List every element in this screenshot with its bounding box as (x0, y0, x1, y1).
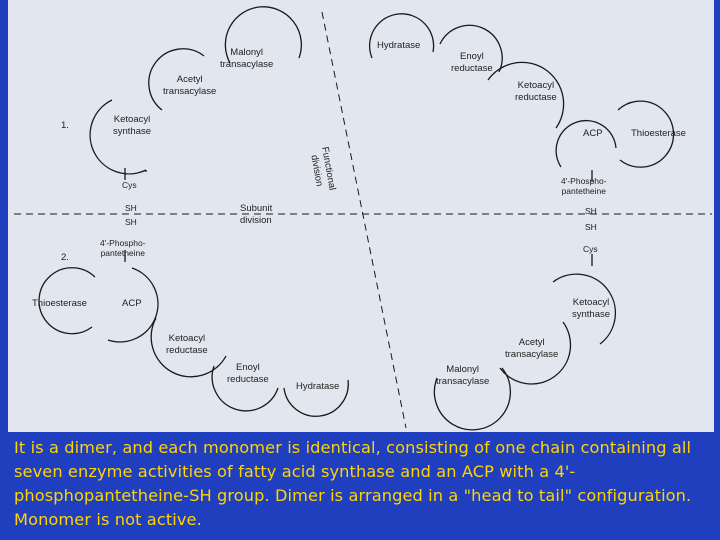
label-top-hydratase: Hydratase (377, 40, 421, 51)
label-bottom-thioesterase: Thioesterase (32, 298, 87, 309)
right-phosphopantetheine-label: 4'-Phospho-pantetheine (561, 176, 607, 196)
domain-outline-svg (14, 6, 712, 431)
domain-top-ketoacyl-synthase (89, 99, 147, 175)
domain-top-enoyl-reductase (439, 24, 503, 73)
left-phosphopantetheine-label: 4'-Phospho-pantetheine (100, 238, 146, 258)
domain-top-acp (555, 119, 617, 168)
domain-top-malonyl-transacylase (224, 6, 302, 64)
domain-bottom-hydratase (283, 379, 349, 417)
domain-top-hydratase (368, 13, 435, 59)
domain-bottom-ketoacyl-reductase (150, 317, 227, 378)
domain-top-acetyl-transacylase (148, 48, 205, 111)
domain-bottom-malonyl-transacylase (433, 367, 512, 431)
domain-bottom-enoyl-reductase (211, 365, 279, 412)
slide-caption: It is a dimer, and each monomer is ident… (14, 438, 692, 529)
label-bottom-hydratase: Hydratase (296, 381, 340, 392)
left-cys-label: Cys (122, 180, 137, 190)
functional-division-line (321, 11, 407, 429)
left-sh-lower-label: SH (125, 217, 137, 227)
right-sh-lower-label: SH (585, 222, 597, 232)
right-cys-label: Cys (583, 244, 598, 254)
right-sh-upper-label: SH (585, 206, 597, 216)
marker-two: 2. (61, 252, 69, 263)
domain-bottom-acp (107, 267, 159, 343)
domain-bottom-ketoacyl-synthase (552, 273, 617, 345)
label-top-acp: ACP (583, 128, 603, 139)
domain-bottom-acetyl-transacylase (499, 321, 572, 385)
domain-top-ketoacyl-reductase (487, 61, 565, 129)
domain-top-thioesterase (617, 100, 675, 168)
label-top-thioesterase: Thioesterase (631, 128, 686, 139)
marker-one: 1. (61, 120, 69, 131)
label-bottom-acp: ACP (122, 298, 142, 309)
domain-bottom-thioesterase (38, 267, 96, 335)
left-sh-upper-label: SH (125, 203, 137, 213)
